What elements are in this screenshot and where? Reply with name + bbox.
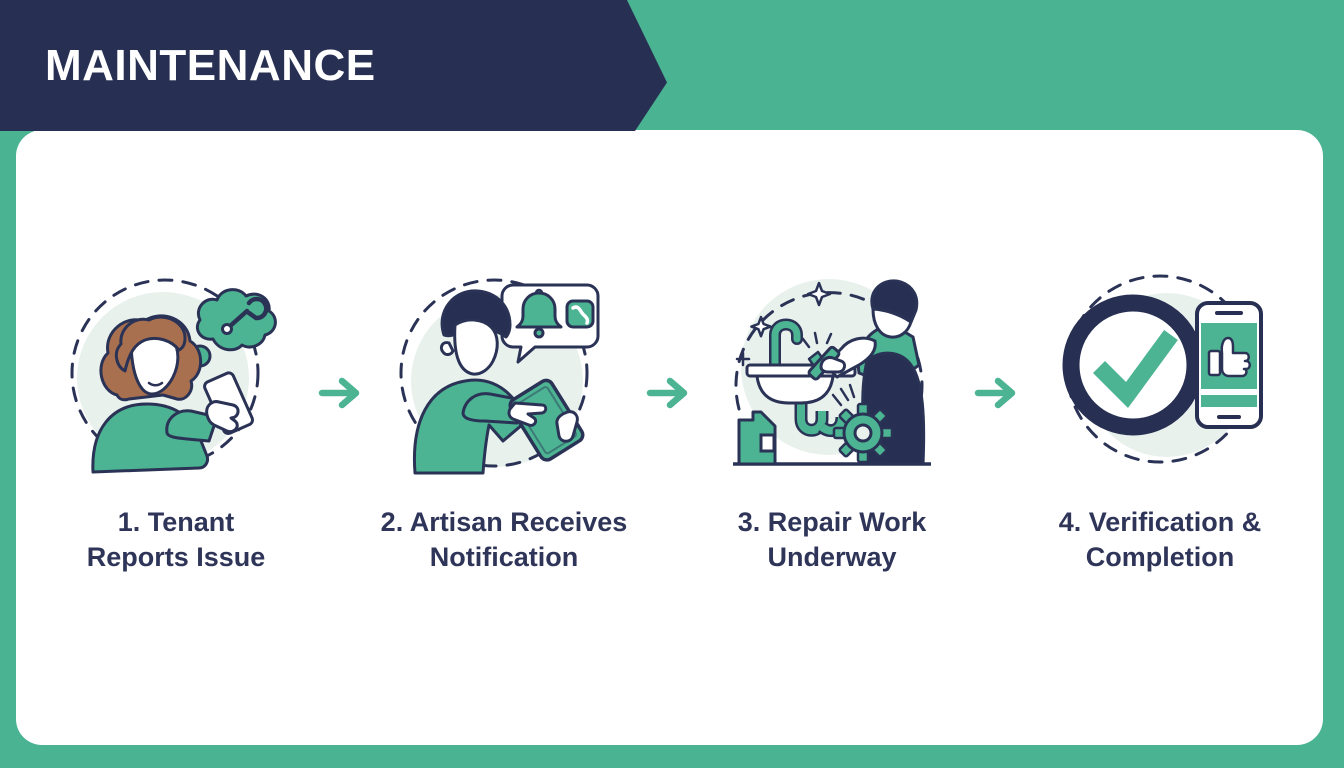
repair-work-underway-illustration: [717, 263, 947, 475]
thumbs-up-icon: [1207, 336, 1251, 378]
woman-with-phone-icon: [70, 278, 277, 474]
step-2-label: 2. Artisan Receives Notification: [380, 507, 628, 572]
tenant-reports-issue-illustration: [61, 263, 291, 475]
step-4-verification-completion: 4. Verification & Completion: [1012, 263, 1308, 575]
checkmark-and-phone-icon: [1062, 274, 1263, 464]
wrench-icon: [226, 296, 269, 330]
process-steps: 1. Tenant Reports Issue: [28, 263, 1308, 575]
verification-completion-illustration: [1045, 263, 1275, 475]
arrow-right-icon: [646, 375, 688, 411]
gear-icon: [832, 402, 894, 464]
arrow-right-icon: [974, 375, 1016, 411]
step-3-repair-work-underway: 3. Repair Work Underway: [684, 263, 980, 575]
artisan-receives-notification-illustration: [389, 263, 619, 475]
sparkle-icons: [750, 281, 832, 338]
bell-icon: [515, 288, 563, 339]
step-1-label: 1. Tenant Reports Issue: [86, 507, 266, 572]
checkmark-circle-icon: [1062, 294, 1204, 436]
page-title: MAINTENANCE: [45, 40, 376, 90]
header-banner: MAINTENANCE: [0, 0, 667, 131]
step-2-artisan-receives-notification: 2. Artisan Receives Notification: [356, 263, 652, 575]
step-3-label: 3. Repair Work Underway: [737, 507, 927, 572]
worker-icon: [801, 279, 926, 466]
step-4-label: 4. Verification & Completion: [1058, 507, 1262, 572]
arrow-right-icon: [318, 375, 360, 411]
phone-call-icon: [565, 299, 595, 329]
thumbs-up-phone-icon: [1195, 301, 1263, 429]
content-card: 1. Tenant Reports Issue: [16, 130, 1323, 745]
step-1-tenant-reports-issue: 1. Tenant Reports Issue: [28, 263, 324, 575]
plumber-fixing-sink-icon: [733, 279, 931, 466]
man-with-tablet-icon: [399, 278, 600, 475]
